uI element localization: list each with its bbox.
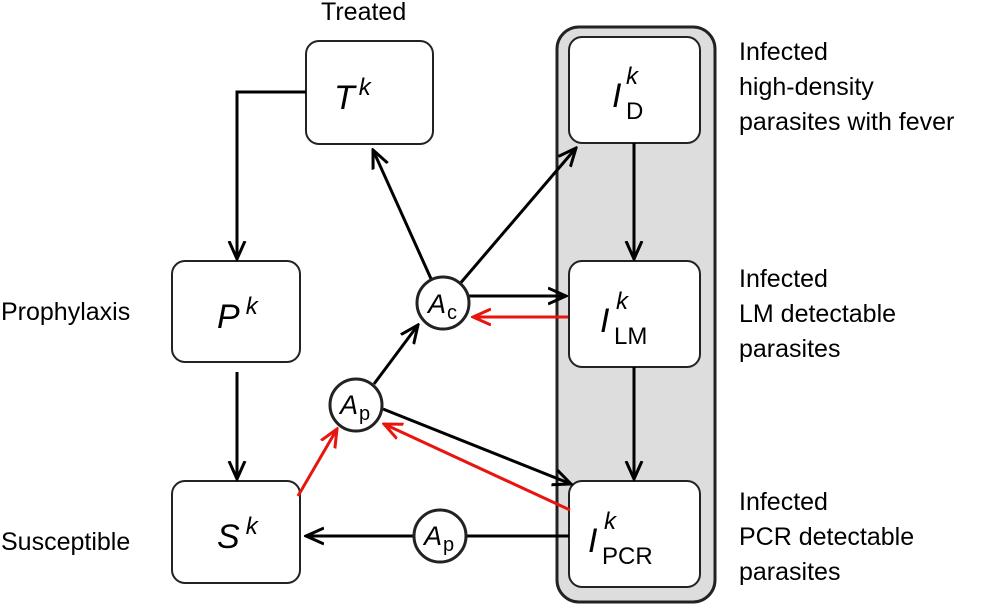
infected-pcr-symbol: I (588, 522, 598, 560)
node-ap-upper (328, 377, 384, 433)
infected-lm-sub: LM (614, 323, 647, 350)
infected-d-label-line2: high-density (739, 73, 874, 101)
infected-d-label-line1: Infected (739, 38, 828, 66)
node-ap-lower-label: Ap (422, 521, 454, 556)
node-ac-label: Ac (426, 289, 457, 324)
infected-pcr-box (568, 480, 701, 588)
node-ap-upper-label: Ap (338, 390, 370, 425)
red-arrow-susceptible-to-ap (296, 429, 337, 497)
infected-lm-label-line3: parasites (739, 335, 840, 363)
susceptible-box (171, 480, 301, 584)
infected-pcr-sup: k (604, 508, 618, 535)
red-arrow-infected-pcr-to-ap (384, 424, 571, 512)
arrow-ac-to-infected-d (456, 148, 576, 287)
infected-lm-box (568, 260, 701, 368)
infected-pcr-label-line3: parasites (739, 558, 840, 586)
infected-lm-label-line1: Infected (739, 265, 828, 293)
infected-lm-sup: k (616, 288, 630, 315)
infected-pcr-sub: PCR (602, 543, 653, 570)
infected-d-symbol: I (612, 77, 622, 115)
infected-pcr-label-line2: PCR detectable (739, 523, 914, 551)
infected-pcr-label-line1: Infected (739, 488, 828, 516)
susceptible-label: Susceptible (1, 528, 130, 556)
infected-d-label-line3: parasites with fever (739, 108, 954, 136)
arrow-ap-to-ac (372, 325, 418, 385)
arrow-ap-to-infected-pcr (382, 407, 571, 484)
infected-d-sup: k (626, 63, 640, 90)
node-ap-lower (412, 508, 468, 564)
infected-d-box (568, 36, 701, 144)
infected-lm-label-line2: LM detectable (739, 300, 896, 328)
treated-label: Treated (321, 0, 406, 26)
prophylaxis-label: Prophylaxis (1, 298, 130, 326)
arrow-ac-to-treated (373, 150, 434, 282)
infected-lm-symbol: I (600, 302, 610, 340)
arrow-treated-to-prophylaxis (237, 90, 306, 259)
prophylaxis-box (171, 260, 301, 363)
infected-d-sub: D (626, 98, 643, 125)
node-ac (415, 275, 471, 331)
